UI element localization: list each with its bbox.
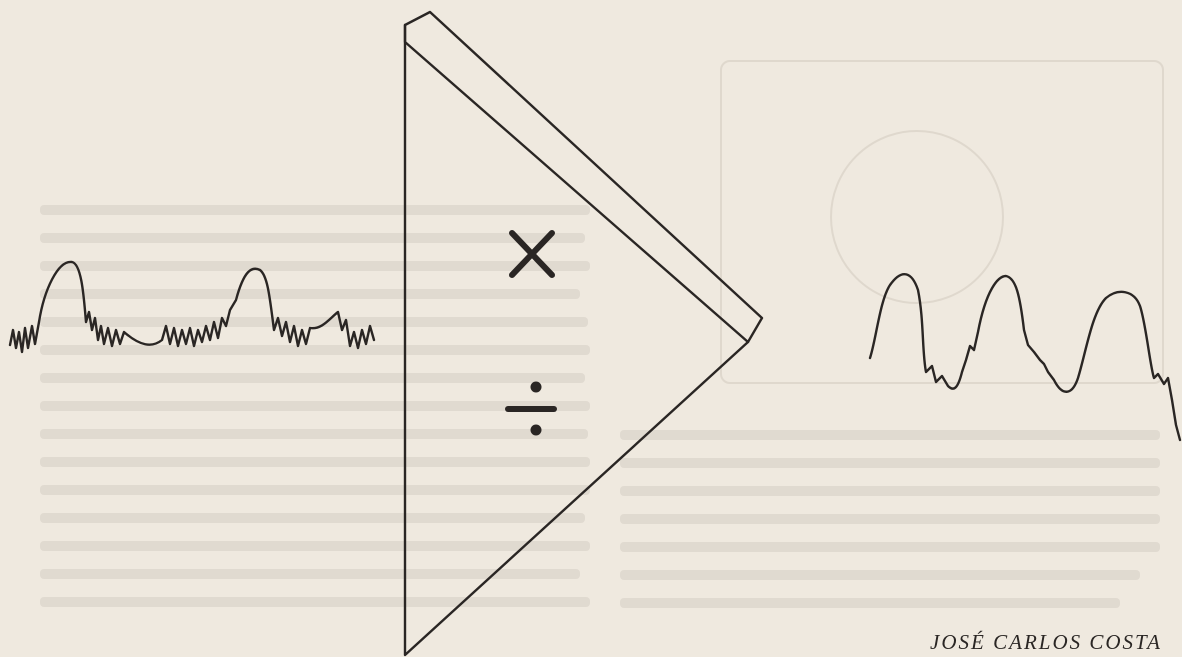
noisy-input-wave xyxy=(8,260,376,354)
divide-icon xyxy=(505,381,557,436)
author-credit: JOSÉ CARLOS COSTA xyxy=(930,630,1162,654)
clean-output-wave xyxy=(868,273,1182,442)
processor-triangle xyxy=(403,10,764,657)
multiply-icon xyxy=(509,230,555,278)
